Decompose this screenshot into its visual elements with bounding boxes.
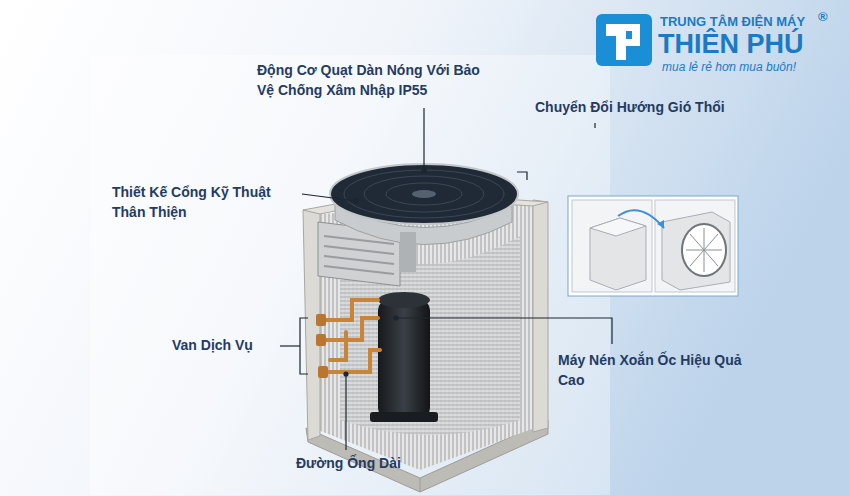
leader-lines xyxy=(280,108,612,450)
logo-tagline-top: TRUNG TÂM ĐIỆN MÁY xyxy=(660,14,830,30)
callout-label: Chuyển Đổi Hướng Gió Thổi xyxy=(535,98,775,117)
panel xyxy=(90,55,610,495)
callout-label: Van Dịch Vụ xyxy=(172,336,282,355)
registered-mark: ® xyxy=(818,10,838,24)
outdoor-unit xyxy=(303,164,548,492)
logo-slogan: mua lẻ rẻ hơn mua buôn! xyxy=(662,60,837,75)
callout-label: Máy Nén Xoắn Ốc Hiệu Quả Cao xyxy=(558,350,758,390)
logo-icon xyxy=(596,14,652,66)
callout-label: Đường Ống Dài xyxy=(296,454,436,473)
air-direction-inset xyxy=(568,196,738,296)
callout-label: Thiết Kế Cổng Kỹ Thuật Thân Thiện xyxy=(112,182,302,222)
brand-name: THIÊN PHÚ xyxy=(658,28,833,60)
callout-label: Động Cơ Quạt Dàn Nóng Với Bảo Vệ Chống X… xyxy=(257,60,497,100)
